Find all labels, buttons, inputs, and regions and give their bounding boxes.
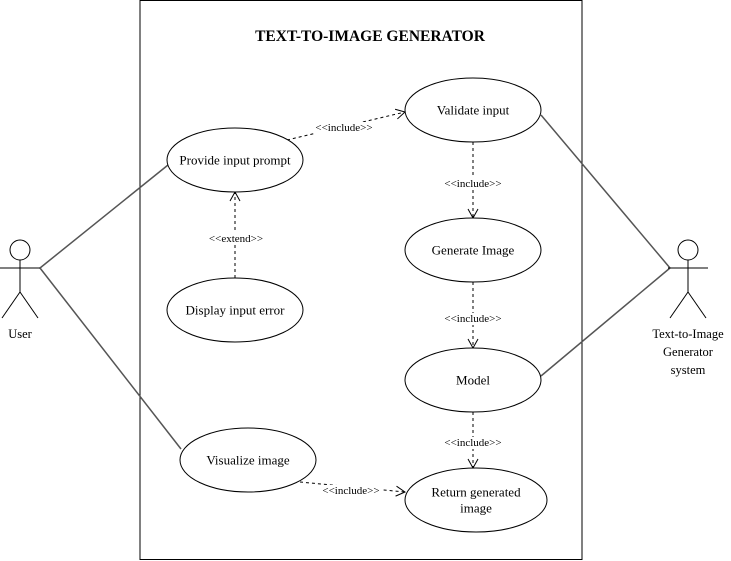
use-case-label: Return generated — [431, 485, 521, 500]
actor-label: system — [671, 363, 706, 377]
use-case-ellipse — [179, 427, 317, 493]
use-case-ellipse — [404, 347, 542, 413]
relationship-display-provide: <<extend>> — [206, 190, 266, 278]
use-case-ellipse — [404, 217, 542, 283]
use-case-provide[interactable]: Provide input prompt — [166, 127, 304, 193]
use-case-label: Model — [456, 373, 490, 388]
use-case-label: image — [460, 501, 492, 516]
use-case-label: Validate input — [437, 103, 510, 118]
relationship-arrows: <<include>> <<include>> <<extend>> <<includ… — [206, 108, 504, 497]
use-case-ellipse — [166, 127, 304, 193]
relationship-label: <<include>> — [322, 485, 379, 497]
use-case-ellipse — [166, 277, 304, 343]
association-system-validate — [540, 114, 671, 269]
actor-label: Generator — [663, 345, 714, 359]
relationship-label: <<include>> — [444, 313, 501, 325]
stick-figure-icon — [668, 239, 708, 319]
actor-label: Text-to-Image — [652, 327, 724, 341]
use-case-validate[interactable]: Validate input — [404, 77, 542, 143]
label-background — [442, 178, 504, 190]
use-case-generate[interactable]: Generate Image — [404, 217, 542, 283]
use-case-ellipse — [404, 467, 548, 533]
use-case-display[interactable]: Display input error — [166, 277, 304, 343]
label-background — [442, 313, 504, 325]
relationship-validate-generate: <<include>> — [442, 142, 504, 220]
use-case-label: Visualize image — [206, 453, 290, 468]
association-user-visualize — [39, 267, 182, 450]
relationship-label: <<include>> — [444, 178, 501, 190]
actor-label: User — [8, 327, 32, 341]
association-user-provide — [39, 164, 169, 269]
association-lines — [39, 114, 671, 450]
use-case-label: Display input error — [186, 303, 286, 318]
relationship-provide-validate: <<include>> — [286, 108, 407, 141]
label-background — [320, 485, 382, 497]
use-case-model[interactable]: Model — [404, 347, 542, 413]
relationship-generate-model: <<include>> — [442, 282, 504, 350]
use-case-visualize[interactable]: Visualize image — [179, 427, 317, 493]
use-case-label: Generate Image — [432, 243, 515, 258]
stick-figure-icon — [0, 239, 40, 319]
use-case-label: Provide input prompt — [179, 153, 291, 168]
relationship-label: <<extend>> — [209, 233, 263, 245]
relationship-model-return: <<include>> — [442, 412, 504, 470]
label-background — [442, 437, 504, 449]
relationship-label: <<include>> — [315, 122, 372, 134]
association-system-model — [540, 267, 671, 377]
use-case-ellipse — [404, 77, 542, 143]
actor-user: User — [0, 239, 40, 341]
system-title: TEXT-TO-IMAGE GENERATOR — [255, 28, 486, 45]
label-background — [206, 233, 266, 245]
relationship-label: <<include>> — [444, 437, 501, 449]
label-background — [313, 122, 375, 134]
relationship-visualize-return: <<include>> — [299, 481, 407, 497]
